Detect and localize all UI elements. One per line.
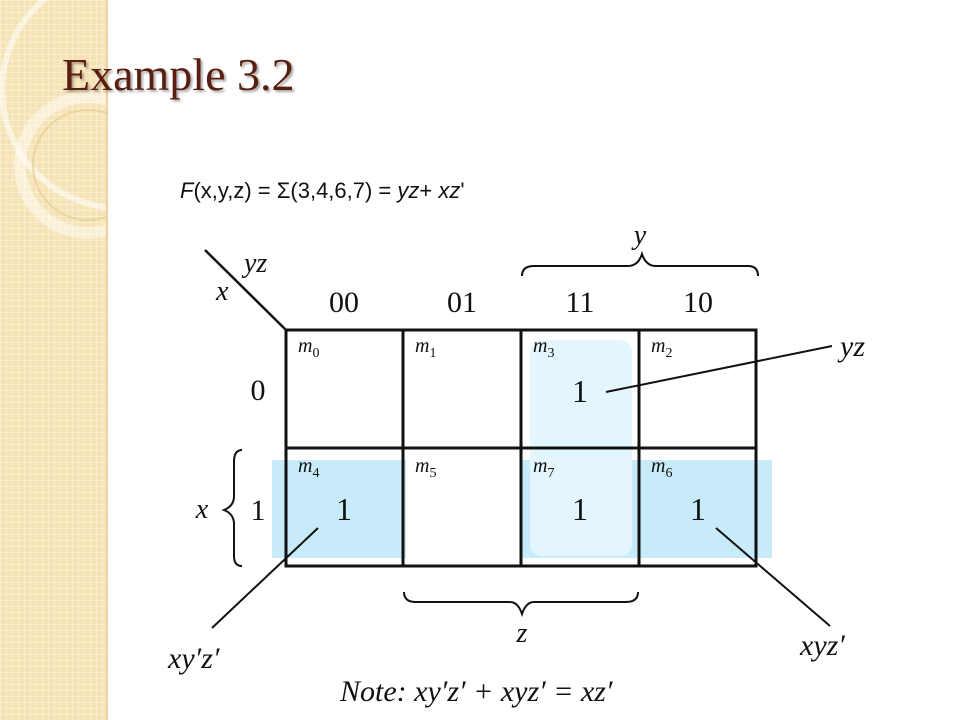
- cell-value: 1: [572, 373, 588, 409]
- cell-m5-background: [406, 460, 522, 558]
- col-header-11: 11: [566, 286, 595, 319]
- group-label-yz: yz: [837, 330, 865, 363]
- eq-args: (x,y,z) =: [193, 178, 277, 203]
- cell-value: 1: [336, 491, 352, 527]
- minterm-label: m5: [415, 455, 436, 481]
- cell-m6: m6 1: [651, 455, 706, 527]
- brace-z-label: z: [516, 618, 528, 649]
- leader-line-yz: [605, 345, 833, 393]
- decorative-circles: [0, 0, 106, 239]
- minterm-label: m2: [651, 335, 672, 361]
- corner-diagonal: [204, 249, 287, 331]
- group-label-xyz-prime: xyz′: [799, 629, 845, 662]
- brace-x: [221, 449, 243, 567]
- row-header-0: 0: [251, 374, 266, 407]
- decorative-sidebar: [0, 0, 106, 720]
- eq-minterms: (3,4,6,7) =: [290, 178, 398, 203]
- cell-value: 1: [572, 491, 588, 527]
- group-m4-highlight: [290, 462, 396, 556]
- col-header-01: 01: [447, 286, 477, 319]
- function-equation: F(x,y,z) = Σ(3,4,6,7) = yz+ xz': [180, 178, 465, 204]
- note-text: Note: xy′z′ + xyz′ = xz′: [340, 675, 613, 708]
- brace-y: [521, 250, 759, 277]
- eq-term-yz: yz: [397, 178, 420, 203]
- brace-z: [403, 591, 639, 618]
- eq-plus: +: [419, 178, 439, 203]
- brace-x-label: x: [195, 494, 209, 525]
- cell-m2: m2: [651, 335, 672, 361]
- minterm-label: m0: [298, 335, 319, 361]
- minterm-label: m7: [533, 455, 554, 481]
- row-header-1: 1: [251, 494, 266, 527]
- cell-m4: m4 1: [298, 455, 352, 527]
- corner-row-var: x: [215, 276, 229, 307]
- eq-sigma: Σ: [276, 178, 291, 203]
- eq-prime: ': [460, 178, 465, 203]
- group-m6-highlight: [650, 462, 754, 556]
- slide-title: Example 3.2: [62, 49, 295, 100]
- col-header-00: 00: [329, 286, 359, 319]
- cell-m5: m5: [415, 455, 436, 481]
- cell-m0: m0: [298, 335, 319, 361]
- minterm-label: m1: [415, 335, 436, 361]
- brace-y-label: y: [631, 220, 647, 251]
- leader-line-xyz-prime-m6: [715, 527, 831, 627]
- minterm-label: m6: [651, 455, 672, 481]
- cell-m3: m3 1: [533, 335, 588, 409]
- col-header-10: 10: [683, 286, 713, 319]
- minterm-label: m3: [533, 335, 554, 361]
- group-label-xy-z-prime: xy′z′: [167, 642, 220, 675]
- eq-func: F: [180, 178, 194, 203]
- leader-line-xyz-prime-m4: [211, 527, 319, 629]
- cell-m1: m1: [415, 335, 436, 361]
- eq-term-xz: xz: [438, 178, 461, 203]
- corner-col-var: yz: [241, 248, 267, 279]
- cell-m7: m7 1: [533, 455, 588, 527]
- cell-value: 1: [690, 491, 706, 527]
- sidebar-border: [106, 0, 108, 720]
- minterm-label: m4: [298, 455, 319, 481]
